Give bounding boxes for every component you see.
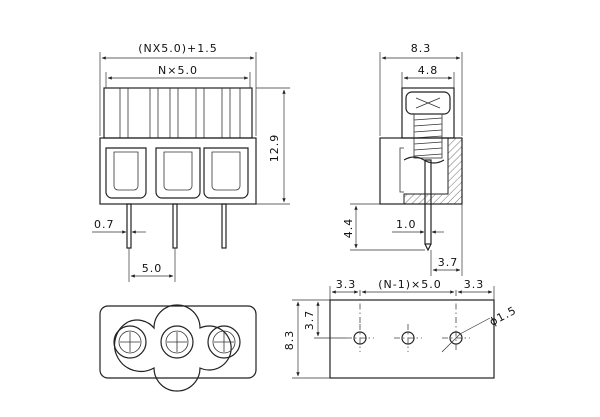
bottom-body [99,305,257,379]
dim-side-inner: 4.8 [401,64,455,88]
dim-total-width-label: (NX5.0)+1.5 [138,42,218,55]
front-view: (NX5.0)+1.5 N×5.0 12.9 0.7 5.0 [92,42,290,282]
dim-height: 12.9 [256,87,290,205]
dim-pcb-left: 8.3 3.7 [283,299,346,379]
pcb-hole-2 [394,324,422,352]
top-fins [103,87,253,139]
dim-pin-length-label: 4.4 [342,218,355,239]
dim-pcb-row-offset-label: 3.7 [303,310,316,331]
pcb-hole-1 [346,324,374,352]
screw-thread [413,113,443,159]
side-view: 8.3 4.8 4.4 1.0 3.7 [342,42,463,276]
dim-pcb-pitch-label: (N-1)×5.0 [378,278,442,291]
terminal-openings [105,147,249,199]
dim-pcb-height-label: 8.3 [283,330,296,351]
dim-side-width: 8.3 [379,42,463,136]
front-body [99,137,257,205]
screw-top-2 [160,325,194,359]
dim-pin-offset-label: 3.7 [438,256,459,269]
dim-pitch-n-label: N×5.0 [158,64,198,77]
dim-side-inner-label: 4.8 [418,64,439,77]
dim-side-width-label: 8.3 [411,42,432,55]
dim-pcb-top: 3.3 (N-1)×5.0 3.3 [329,278,495,300]
dim-pin-length: 4.4 [342,203,425,251]
dim-pin-width-label: 0.7 [94,218,115,231]
pcb-layout: 3.3 (N-1)×5.0 3.3 8.3 3.7 ϕ1.5 [283,278,519,379]
dim-pin-thickness: 1.0 [392,218,444,234]
dim-pitch-n: N×5.0 [105,64,251,88]
pcb-hole-3 [442,290,470,352]
bottom-view [99,304,257,392]
dim-pin-offset: 3.7 [430,204,463,276]
dim-hole-diameter-label: ϕ1.5 [487,304,518,329]
dim-pin-pitch-label: 5.0 [142,262,163,275]
screw-top-3 [207,325,241,359]
dim-pin-thickness-label: 1.0 [396,218,417,231]
side-hatch [403,137,463,205]
dim-total-width: (NX5.0)+1.5 [99,42,257,136]
dim-hole-diameter: ϕ1.5 [441,304,519,353]
dim-pin-width: 0.7 [92,218,146,234]
pcb-outline [329,299,495,379]
side-pin [424,159,432,245]
dim-pcb-edge-left-label: 3.3 [336,278,357,291]
screw-top-1 [113,325,147,359]
dim-height-label: 12.9 [268,134,281,163]
dim-pin-pitch: 5.0 [128,248,176,282]
dim-pcb-edge-right-label: 3.3 [464,278,485,291]
front-pins [126,203,227,249]
